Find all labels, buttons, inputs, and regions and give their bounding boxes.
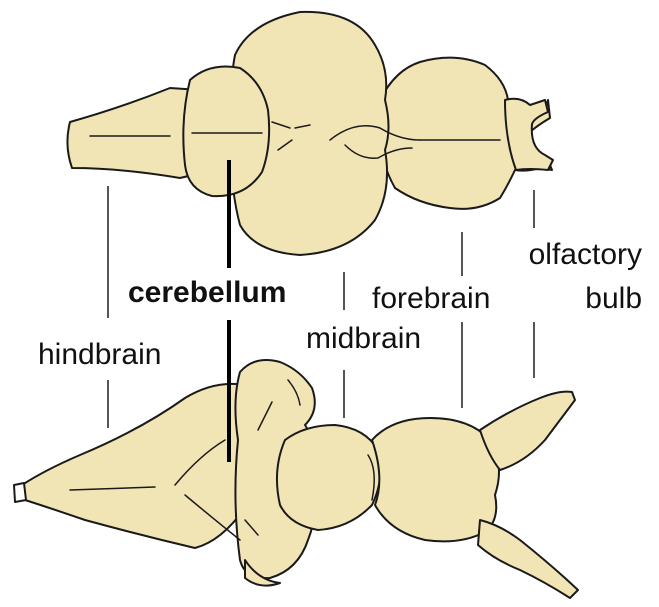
lateral-hindbrain <box>22 384 250 548</box>
dorsal-cerebellum <box>183 67 269 197</box>
lateral-brain <box>14 360 578 598</box>
hindbrain-label: hindbrain <box>38 338 161 372</box>
dorsal-brain <box>67 12 553 255</box>
olfactory-label-line1: olfactory <box>498 238 642 272</box>
olfactory-label-line2: bulb <box>498 282 642 316</box>
lateral-stem-tip <box>14 483 26 502</box>
cerebellum-label: cerebellum <box>128 276 286 310</box>
forebrain-label: forebrain <box>372 282 490 316</box>
lateral-olfactory-lower <box>478 520 578 598</box>
dorsal-olfactory-bulb <box>505 99 553 170</box>
lateral-midbrain <box>277 425 380 530</box>
midbrain-label: midbrain <box>306 322 421 356</box>
lateral-olfactory-upper <box>480 392 575 470</box>
